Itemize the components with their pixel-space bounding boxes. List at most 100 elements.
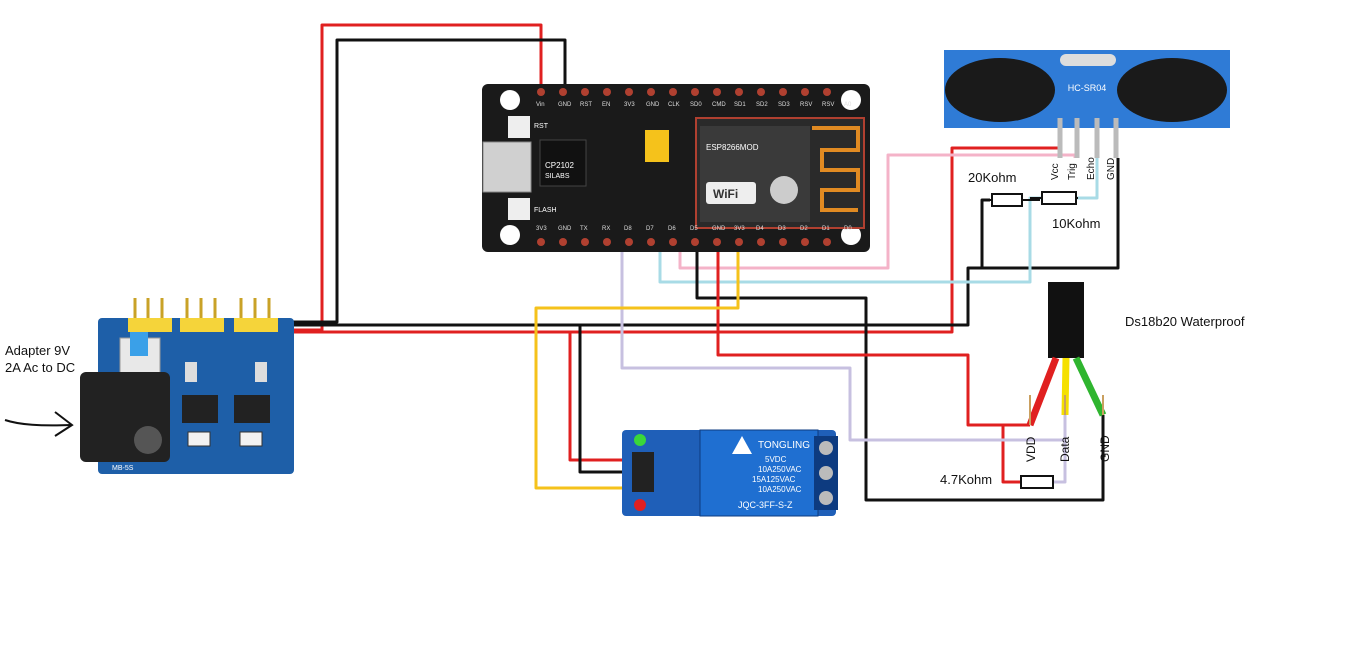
barrel-jack-hole (134, 426, 162, 454)
wire-yellow-signal (534, 238, 740, 490)
wire-red-relay (568, 332, 638, 462)
nodemcu-top-pin-13: RSV (822, 102, 835, 108)
tantalum-cap-2 (645, 152, 669, 162)
wire-black-relay (578, 325, 638, 474)
resistor-10k-label: 10Kohm (1052, 216, 1101, 231)
nodemcu-top-pin-0: Vin (536, 102, 545, 108)
header-pins (133, 298, 271, 320)
nodemcu-bottom-pin-2: TX (580, 226, 588, 232)
nodemcu-bottom-pin-3: RX (602, 226, 611, 232)
regulator-2 (234, 395, 270, 423)
nodemcu-bottom-pin-1: GND (558, 226, 572, 232)
resistor-20k (990, 193, 1040, 207)
us-trig-label: Trig (1067, 163, 1078, 180)
relay-spec3: 15A125VAC (752, 475, 796, 484)
resistor-4-7k-label: 4.7Kohm (940, 472, 993, 487)
terminal-screw-1 (819, 441, 833, 455)
esp-logo-icon (770, 176, 798, 204)
ds18b20-sensor (1026, 282, 1107, 427)
us-vcc-label: Vcc (1050, 163, 1061, 180)
ds18b20-green-lead (1072, 356, 1107, 417)
nodemcu-top-pin-1: GND (558, 102, 572, 108)
nodemcu-top-pin-2: RST (580, 102, 592, 108)
adapter-label-line2: 2A Ac to DC (5, 360, 76, 375)
wifi-logo-box (706, 182, 756, 204)
ds-gnd-label: GND (1098, 435, 1112, 462)
top-pin-row (537, 88, 831, 96)
nodemcu-bottom-pin-5: D7 (646, 226, 654, 232)
warning-icon (732, 436, 752, 454)
usb-port (482, 141, 532, 193)
flash-button (508, 198, 530, 220)
nodemcu-bottom-pin-14: D0 (844, 226, 852, 232)
resistor-20k-label: 20Kohm (968, 170, 1017, 185)
adapter-label-line1: Adapter 9V (5, 343, 71, 358)
header-block-2 (180, 318, 224, 332)
relay-cube (699, 429, 819, 517)
header-block-3 (234, 318, 278, 332)
nodemcu-board (482, 84, 870, 252)
capacitor-2 (239, 431, 263, 447)
crystal (1060, 54, 1116, 66)
wire-black-gnd-bottom (695, 238, 1105, 502)
arrow-icon (4, 411, 74, 437)
us-gnd-label: GND (1106, 157, 1117, 180)
smd-2 (255, 362, 267, 382)
mount-hole-br (841, 225, 861, 245)
power-module (80, 298, 294, 474)
switch-knob (130, 332, 148, 356)
adapter-label: Adapter 9V 2A Ac to DC (5, 342, 75, 376)
terminal-screw-2 (819, 466, 833, 480)
nodemcu-top-pin-8: CMD (712, 102, 726, 108)
relay-spec1: 5VDC (765, 455, 787, 464)
relay-model: JQC-3FF-S-Z (738, 500, 793, 510)
wire-red-3v3 (716, 238, 1030, 427)
capacitor-1 (187, 431, 211, 447)
relay-led-red (634, 499, 646, 511)
nodemcu-bottom-pin-8: GND (712, 226, 726, 232)
nodemcu-top-pin-10: SD2 (756, 102, 768, 108)
relay-brand: TONGLING (758, 440, 810, 451)
mount-hole-tl (500, 90, 520, 110)
wires (280, 23, 1120, 502)
ds18b20-body (1048, 282, 1084, 358)
ultrasonic-transducer-right (1117, 58, 1227, 122)
ds18b20-red-lead (1026, 356, 1060, 427)
nodemcu-top-pin-11: SD3 (778, 102, 790, 108)
flash-label: FLASH (534, 207, 557, 214)
ds-data-label: Data (1058, 436, 1072, 462)
nodemcu-bottom-pin-4: D8 (624, 226, 632, 232)
hcsr04-model: HC-SR04 (1068, 83, 1107, 93)
antenna (812, 126, 860, 212)
wire-red-vdd-res (1001, 425, 1025, 484)
us-echo-label: Echo (1086, 157, 1097, 180)
nodemcu-top-pin-12: RSV (800, 102, 813, 108)
rst-label: RST (534, 123, 549, 130)
nodemcu-bottom-pin-6: D6 (668, 226, 676, 232)
header-block-1 (128, 318, 172, 332)
component-text: HC-SR04 TONGLING 5VDC 10A250VAC 15A125VA… (112, 83, 1106, 510)
nodemcu-top-pin-6: CLK (668, 102, 680, 108)
nodemcu-bottom-pin-11: D3 (778, 226, 786, 232)
resistor-10k (1030, 191, 1078, 205)
bottom-pin-row (537, 238, 831, 246)
nodemcu-bottom-pin-0: 3V3 (536, 226, 547, 232)
tantalum-cap (645, 130, 669, 152)
ultrasonic-transducer-left (945, 58, 1055, 122)
relay-spec4: 10A250VAC (758, 485, 802, 494)
nodemcu-bottom-pin-9: 3V3 (734, 226, 745, 232)
esp-model-label: ESP8266MOD (706, 143, 759, 152)
regulator-1 (182, 395, 218, 423)
power-module-label: MB-5S (112, 465, 134, 472)
wire-black-divider (980, 198, 990, 268)
relay-header (632, 452, 654, 492)
wire-lightblue-echo (658, 158, 1099, 284)
nodemcu-top-pin-9: SD1 (734, 102, 746, 108)
wire-lavender-data (620, 238, 1067, 442)
ultrasonic-pins (1057, 118, 1119, 158)
ultrasonic-sensor (944, 50, 1230, 158)
nodemcu-bottom-pin-7: D5 (690, 226, 698, 232)
nodemcu-bottom-pin-10: D4 (756, 226, 764, 232)
mount-hole-bl (500, 225, 520, 245)
relay-spec2: 10A250VAC (758, 465, 802, 474)
